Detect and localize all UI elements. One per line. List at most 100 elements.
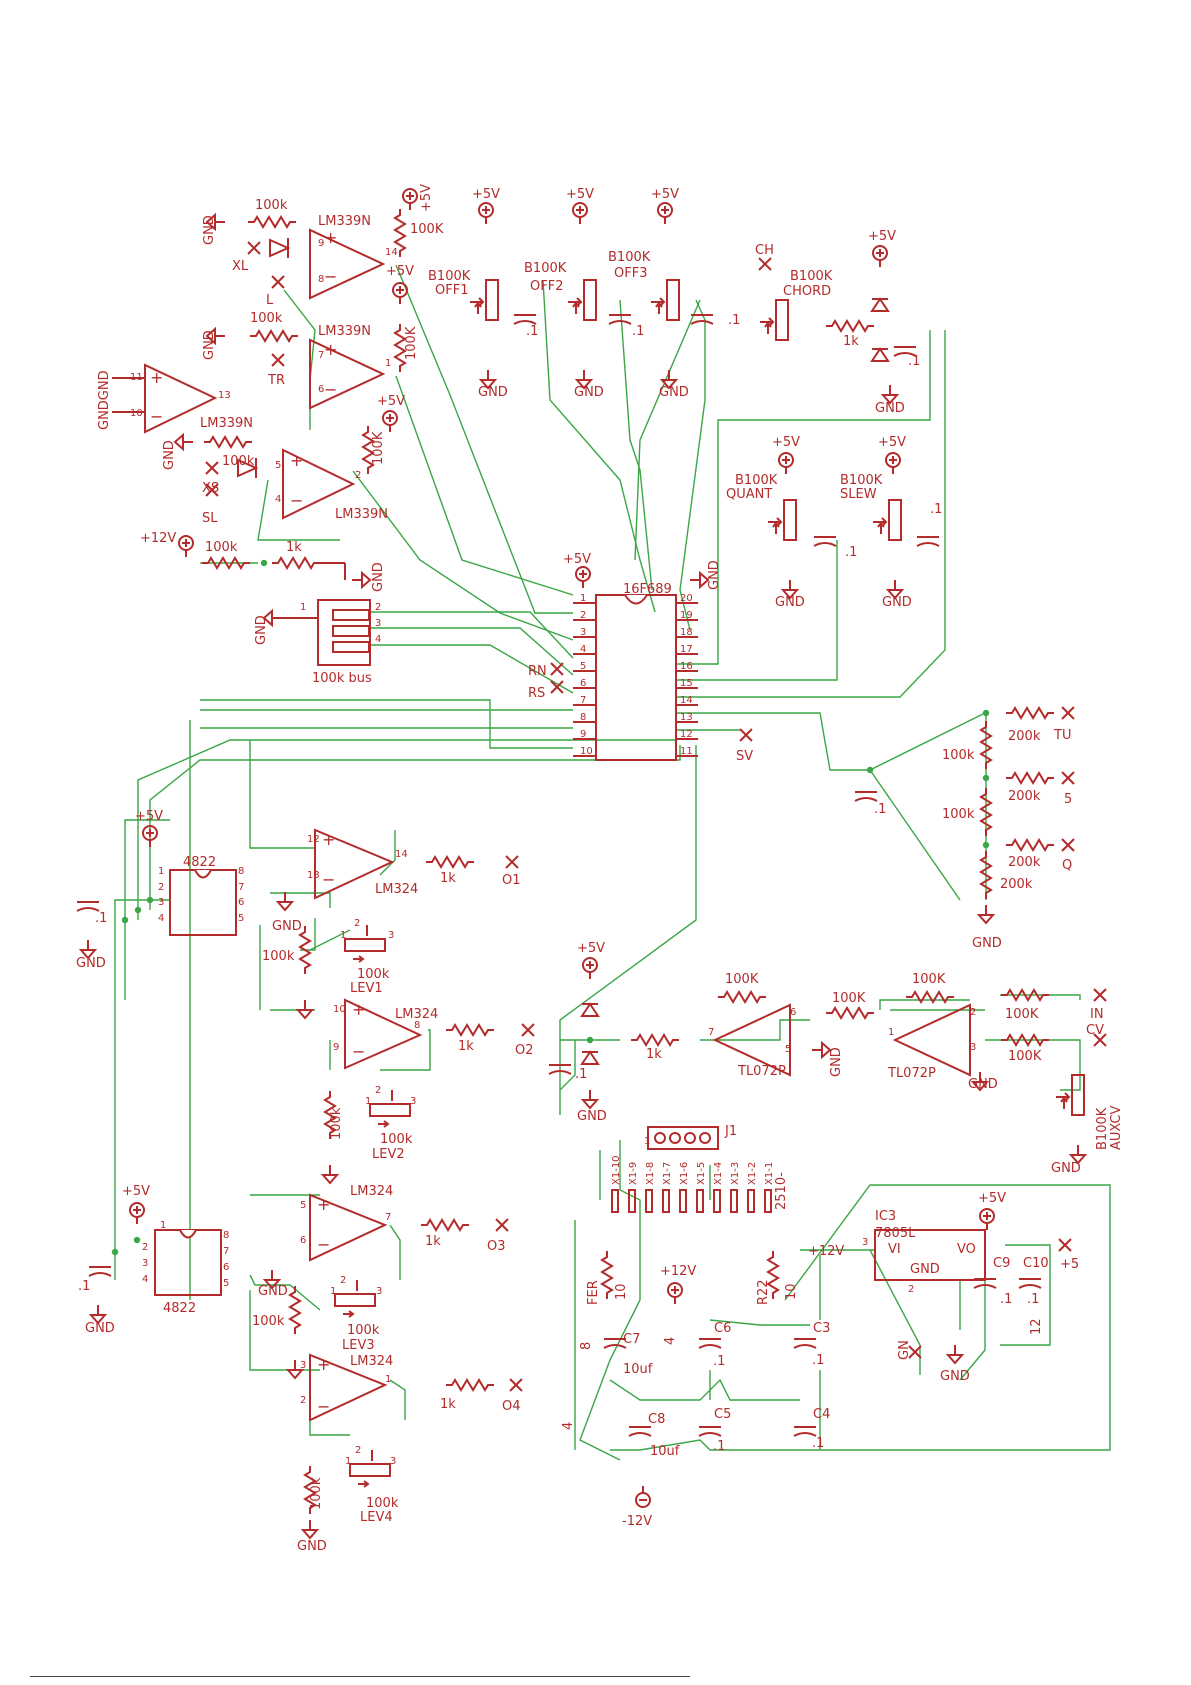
svg-text:+5V: +5V (122, 1184, 150, 1199)
svg-text:VI: VI (888, 1242, 901, 1257)
opamp-tl072a (712, 1003, 791, 1077)
j1-pin (662, 1189, 670, 1213)
mcu-pin-number: 2 (580, 610, 586, 621)
svg-text:3: 3 (158, 897, 164, 908)
j1-pin-label: X1-5 (696, 1162, 707, 1185)
svg-text:5: 5 (238, 913, 244, 924)
svg-text:.1: .1 (78, 1279, 90, 1294)
svg-text:.1: .1 (1027, 1292, 1039, 1307)
svg-text:+5V: +5V (651, 187, 679, 202)
svg-text:1k: 1k (843, 334, 859, 349)
svg-text:B100K: B100K (735, 473, 778, 488)
net-tr: TR (267, 373, 285, 388)
svg-text:GND: GND (775, 595, 805, 610)
svg-text:+5V: +5V (978, 1191, 1006, 1206)
svg-text:100k: 100k (252, 1314, 285, 1329)
svg-text:200k: 200k (1008, 729, 1041, 744)
j1-pin (764, 1189, 772, 1213)
svg-text:+: + (317, 1355, 330, 1374)
svg-text:+5V: +5V (566, 187, 594, 202)
svg-text:.1: .1 (908, 354, 920, 369)
mcu-pin-number: 15 (680, 678, 693, 689)
svg-text:GND: GND (968, 1077, 998, 1092)
mcu-pin-number: 10 (580, 746, 593, 757)
svg-text:1: 1 (888, 1027, 894, 1038)
svg-text:8: 8 (238, 866, 244, 877)
svg-text:1k: 1k (440, 871, 456, 886)
ic3-label: IC3 (875, 1209, 896, 1224)
svg-text:3: 3 (142, 1258, 148, 1269)
svg-text:B100K: B100K (428, 269, 471, 284)
svg-text:GND: GND (254, 615, 269, 645)
svg-text:3: 3 (970, 1042, 976, 1053)
svg-text:.1: .1 (930, 502, 942, 517)
svg-text:100k: 100k (942, 748, 975, 763)
svg-text:CHORD: CHORD (783, 284, 831, 299)
svg-text:LM339N: LM339N (335, 507, 388, 522)
svg-text:1: 1 (345, 1456, 351, 1467)
svg-text:−: − (324, 380, 337, 399)
j1-pin-label: X1-9 (628, 1162, 639, 1185)
net-tu: TU (1053, 728, 1071, 743)
net-sv: SV (736, 749, 753, 764)
svg-text:7: 7 (223, 1246, 229, 1257)
opamp-lm324a (314, 828, 395, 900)
svg-text:100k: 100k (329, 1107, 344, 1140)
svg-text:.1: .1 (713, 1354, 725, 1369)
svg-text:100k: 100k (262, 949, 295, 964)
svg-text:−: − (324, 267, 337, 286)
svg-text:+5V: +5V (135, 809, 163, 824)
svg-text:AUXCV: AUXCV (1109, 1106, 1124, 1150)
net-5: 5 (1064, 792, 1072, 807)
svg-text:+: + (290, 451, 303, 470)
svg-text:+5V: +5V (472, 187, 500, 202)
svg-text:LM339N: LM339N (200, 416, 253, 431)
svg-text:100K: 100K (1005, 1007, 1039, 1022)
svg-text:100K: 100K (1008, 1049, 1042, 1064)
svg-text:3: 3 (300, 1360, 306, 1371)
svg-text:2: 2 (158, 882, 164, 893)
svg-text:6: 6 (300, 1235, 306, 1246)
svg-text:GND: GND (574, 385, 604, 400)
svg-text:OFF2: OFF2 (530, 279, 563, 294)
lev1-label: LEV1 (350, 981, 383, 996)
svg-text:1: 1 (340, 930, 346, 941)
svg-text:.1: .1 (1000, 1292, 1012, 1307)
svg-text:.1: .1 (713, 1439, 725, 1454)
svg-text:10uf: 10uf (623, 1362, 653, 1377)
j1-pin (730, 1189, 738, 1213)
svg-text:4822: 4822 (183, 855, 216, 870)
svg-text:100k: 100k (347, 1323, 380, 1338)
svg-text:-12V: -12V (622, 1514, 652, 1529)
mcu-pin-number: 4 (580, 644, 586, 655)
net-in: IN (1090, 1007, 1104, 1022)
svg-text:2: 2 (340, 1275, 346, 1286)
svg-text:−: − (322, 870, 335, 889)
lev2-label: LEV2 (372, 1147, 405, 1162)
bus-label: 100k bus (312, 671, 372, 686)
svg-text:200k: 200k (1000, 877, 1033, 892)
svg-text:LM324: LM324 (350, 1354, 393, 1369)
svg-text:VO: VO (957, 1242, 976, 1257)
net-o4: O4 (502, 1399, 521, 1414)
svg-text:GND: GND (85, 1321, 115, 1336)
svg-text:100K: 100K (410, 222, 444, 237)
svg-text:100k: 100k (380, 1132, 413, 1147)
svg-text:100K: 100K (912, 972, 946, 987)
comparator-u1d (282, 448, 356, 520)
lm339-section: 9 8 14 LM339N + − 100k GND XL L 100K +5V… (97, 184, 444, 592)
svg-text:9: 9 (333, 1042, 339, 1053)
mcu-pin-number: 6 (580, 678, 586, 689)
svg-text:4: 4 (275, 494, 281, 505)
svg-text:9: 9 (318, 238, 324, 249)
svg-text:C8: C8 (648, 1412, 665, 1427)
svg-text:.1: .1 (812, 1353, 824, 1368)
svg-text:LM324: LM324 (395, 1007, 438, 1022)
divider-chain: 100k 100k 200k 200k 200k 200k TU 5 Q GND… (854, 706, 1075, 951)
mcu-pin-number: 8 (580, 712, 586, 723)
svg-text:4822: 4822 (163, 1301, 196, 1316)
j1-pin-label: X1-6 (679, 1162, 690, 1185)
svg-text:100k: 100k (942, 807, 975, 822)
svg-text:GND: GND (1051, 1161, 1081, 1176)
